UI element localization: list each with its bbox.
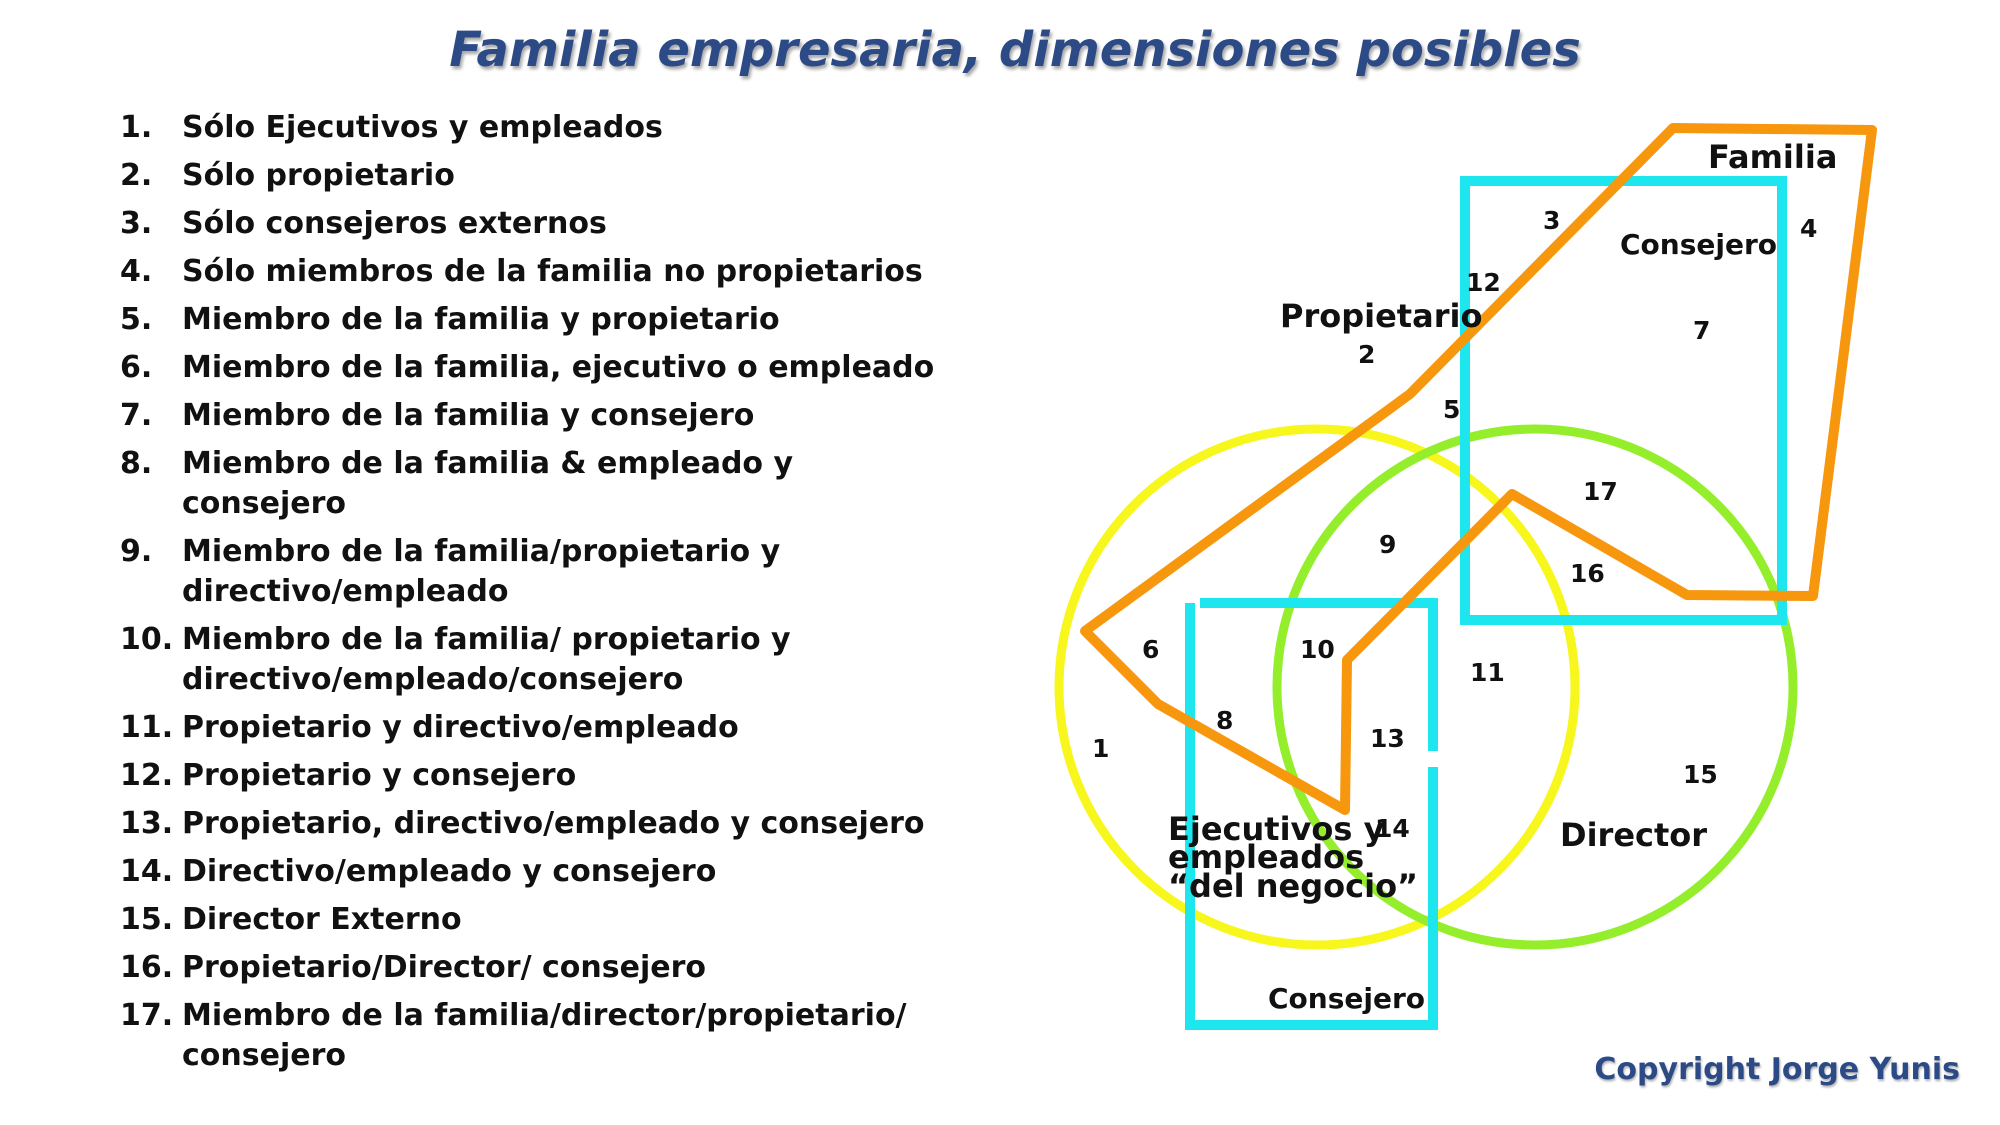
ejecutivos-label-line1: Ejecutivos y [1168, 810, 1385, 848]
list-item-number: 17. [120, 998, 174, 1033]
region-number: 1 [1092, 734, 1109, 763]
list-item-text: Director Externo [182, 902, 462, 937]
list-item-text: Sólo Ejecutivos y empleados [182, 110, 663, 145]
region-number: 11 [1470, 658, 1505, 687]
list-item-text: Miembro de la familia/director/propietar… [182, 998, 907, 1073]
list-item-number: 5. [120, 302, 153, 337]
list-item-number: 13. [120, 806, 174, 841]
list-item: 17.Miembro de la familia/director/propie… [120, 996, 940, 1076]
list-item: 11.Propietario y directivo/empleado [120, 708, 940, 748]
list-item: 6. Miembro de la familia, ejecutivo o emp… [120, 348, 940, 388]
list-item-number: 6. [120, 350, 153, 385]
region-number: 6 [1142, 635, 1159, 664]
ejecutivos-label-line2: empleados [1168, 838, 1364, 876]
list-item: 13.Propietario, directivo/empleado y con… [120, 804, 940, 844]
region-number: 7 [1693, 316, 1710, 345]
list-item: 4. Sólo miembros de la familia no propiet… [120, 252, 940, 292]
list-item-text: Propietario/Director/ consejero [182, 950, 706, 985]
list-item: 14.Directivo/empleado y consejero [120, 852, 940, 892]
list-item-text: Sólo consejeros externos [182, 206, 607, 241]
region-number: 10 [1300, 635, 1335, 664]
region-number: 13 [1370, 724, 1405, 753]
list-item-text: Sólo propietario [182, 158, 455, 193]
region-number: 2 [1358, 340, 1375, 369]
list-item: 3. Sólo consejeros externos [120, 204, 940, 244]
region-number: 16 [1570, 559, 1605, 588]
director-label: Director [1560, 816, 1707, 854]
region-number: 4 [1800, 214, 1817, 243]
list-item-number: 10. [120, 622, 174, 657]
list-item-text: Miembro de la familia, ejecutivo o emple… [182, 350, 935, 385]
list-item-number: 14. [120, 854, 174, 889]
list-item-number: 16. [120, 950, 174, 985]
list-item-number: 1. [120, 110, 153, 145]
list-item: 9. Miembro de la familia/propietario y di… [120, 532, 940, 612]
list-item: 5. Miembro de la familia y propietario [120, 300, 940, 340]
region-number: 5 [1443, 395, 1460, 424]
director-circle [1272, 424, 1798, 950]
region-number: 9 [1379, 530, 1396, 559]
region-number: 12 [1466, 268, 1501, 297]
list-item: 7. Miembro de la familia y consejero [120, 396, 940, 436]
list-item-text: Miembro de la familia/propietario y dire… [182, 534, 781, 609]
consejero-top-label: Consejero [1620, 228, 1777, 261]
list-item: 12.Propietario y consejero [120, 756, 940, 796]
list-item: 16.Propietario/Director/ consejero [120, 948, 940, 988]
list-item-number: 12. [120, 758, 174, 793]
propietario-circle [1054, 424, 1580, 950]
dimension-list: 1. Sólo Ejecutivos y empleados 2. Sólo pro… [120, 108, 940, 1084]
list-item-text: Miembro de la familia y propietario [182, 302, 780, 337]
list-item-text: Sólo miembros de la familia no propietar… [182, 254, 923, 289]
list-item-text: Miembro de la familia y consejero [182, 398, 755, 433]
list-item-number: 11. [120, 710, 174, 745]
list-item-text: Propietario y consejero [182, 758, 577, 793]
region-number: 8 [1216, 706, 1233, 735]
region-number: 15 [1683, 760, 1718, 789]
list-item: 15.Director Externo [120, 900, 940, 940]
region-number: 17 [1583, 477, 1618, 506]
list-item-number: 8. [120, 446, 153, 481]
region-number: 14 [1375, 814, 1410, 843]
region-number: 3 [1543, 206, 1560, 235]
list-item-number: 3. [120, 206, 153, 241]
list-item: 1. Sólo Ejecutivos y empleados [120, 108, 940, 148]
list-item-number: 15. [120, 902, 174, 937]
consejero-box-bottom [1185, 598, 1438, 1030]
list-item-text: Miembro de la familia/ propietario y dir… [182, 622, 791, 697]
list-item-text: Miembro de la familia & empleado y conse… [182, 446, 794, 521]
list-item-text: Directivo/empleado y consejero [182, 854, 717, 889]
propietario-label: Propietario [1280, 297, 1482, 335]
list-item-number: 2. [120, 158, 153, 193]
familia-label: Familia [1708, 138, 1837, 176]
list-item: 10.Miembro de la familia/ propietario y … [120, 620, 940, 700]
list-item: 2. Sólo propietario [120, 156, 940, 196]
copyright-text: Copyright Jorge Yunis [1594, 1052, 1960, 1087]
list-item-number: 4. [120, 254, 153, 289]
list-item-number: 7. [120, 398, 153, 433]
list-item-text: Propietario y directivo/empleado [182, 710, 739, 745]
page-title: Familia empresaria, dimensiones posibles [449, 22, 1581, 78]
list-item-text: Propietario, directivo/empleado y consej… [182, 806, 925, 841]
consejero-bottom-label: Consejero [1268, 982, 1425, 1015]
list-item: 8. Miembro de la familia & empleado y con… [120, 444, 940, 524]
familia-shape [1080, 123, 1877, 815]
ejecutivos-label-line3: “del negocio” [1168, 867, 1418, 905]
list-item-number: 9. [120, 534, 153, 569]
